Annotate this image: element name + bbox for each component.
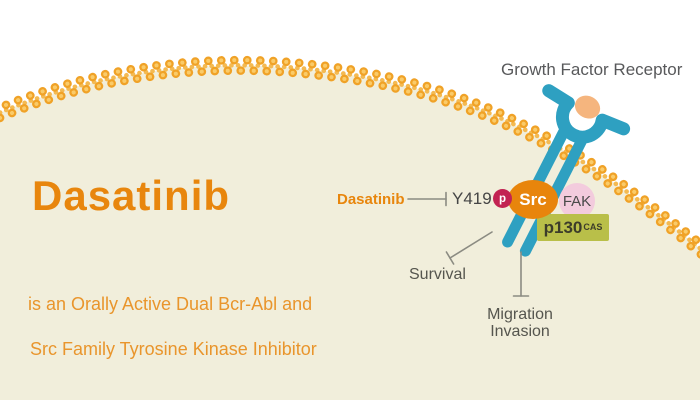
growth-factor-receptor-label: Growth Factor Receptor bbox=[501, 60, 683, 79]
membrane-outer-leaflet-core bbox=[0, 58, 700, 246]
dasatinib-inhibitor-label: Dasatinib bbox=[337, 191, 405, 208]
membrane-inner-leaflet bbox=[0, 66, 700, 260]
src-label: Src bbox=[519, 189, 547, 209]
src-kinase-badge: Src bbox=[508, 180, 558, 219]
receptor-arms bbox=[542, 84, 631, 144]
migration-label-line1: Migration bbox=[487, 306, 553, 323]
fak-label: FAK bbox=[562, 192, 592, 210]
phospho-site-y419-label: Y419 bbox=[452, 189, 492, 208]
survival-pathway-label: Survival bbox=[409, 266, 466, 283]
phosphorylation-badge: p bbox=[493, 189, 512, 208]
p130-superscript: CAS bbox=[583, 221, 603, 232]
subtitle-line-2: Src Family Tyrosine Kinase Inhibitor bbox=[30, 339, 317, 359]
migration-label-line2: Invasion bbox=[490, 323, 550, 340]
phospho-letter: p bbox=[498, 192, 507, 205]
survival-tbar bbox=[445, 251, 455, 265]
migration-invasion-pathway-label: Migration Invasion bbox=[470, 306, 570, 340]
cell-interior bbox=[0, 65, 700, 400]
growth-factor-ligand-icon bbox=[574, 95, 601, 119]
survival-pathway-connector bbox=[445, 231, 493, 265]
fak-protein-badge: FAK bbox=[559, 183, 595, 219]
page-title: Dasatinib bbox=[32, 172, 231, 219]
p130-label: p130 bbox=[543, 217, 583, 237]
dasatinib-inhibition-connector bbox=[407, 191, 447, 207]
subtitle-line-1: is an Orally Active Dual Bcr-Abl and bbox=[28, 294, 313, 314]
migration-pathway-connector bbox=[512, 251, 530, 297]
membrane-tails bbox=[0, 63, 700, 252]
